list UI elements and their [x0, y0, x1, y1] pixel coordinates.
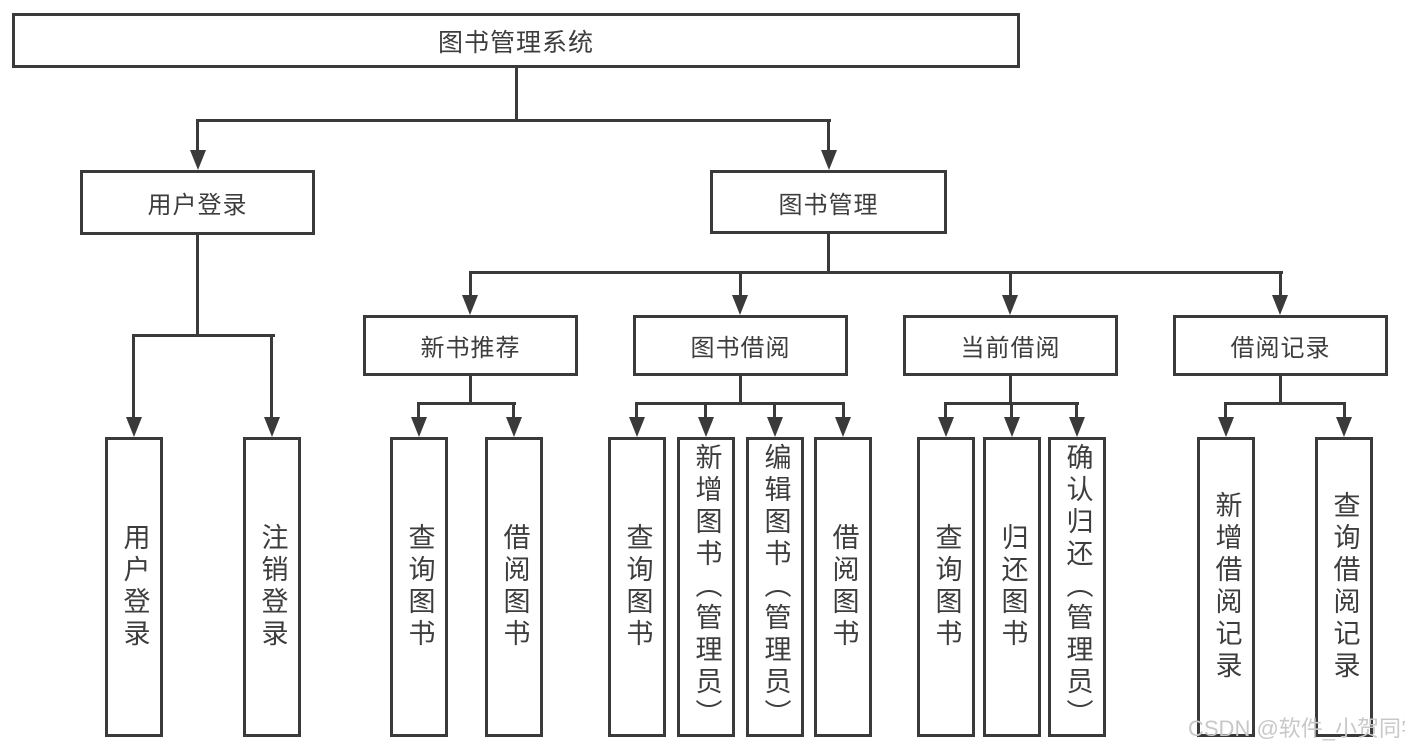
arrow-down-icon: [1218, 417, 1234, 437]
node-label: 编辑图书（管理员）: [760, 443, 791, 731]
arrow-down-icon: [938, 417, 954, 437]
connector-bookmgmt-drop-1: [469, 273, 472, 297]
connector-currentborrow-stem: [1009, 376, 1012, 404]
arrow-down-icon: [1004, 417, 1020, 437]
arrow-down-icon: [835, 417, 851, 437]
arrow-down-icon: [126, 417, 142, 437]
node-leaf-query-book-1: 查询图书: [390, 437, 448, 737]
arrow-down-icon: [629, 417, 645, 437]
connector-borrowrecords-stem: [1279, 376, 1282, 404]
node-leaf-edit-book-admin: 编辑图书（管理员）: [746, 437, 804, 737]
node-label: 新增借阅记录: [1211, 491, 1242, 683]
connector-currentborrow-drop-2: [1010, 404, 1013, 419]
connector-bookmgmt-drop-4: [1279, 273, 1282, 297]
node-label: 新增图书（管理员）: [691, 443, 722, 731]
node-leaf-add-book-admin: 新增图书（管理员）: [677, 437, 735, 737]
node-label: 查询借阅记录: [1329, 491, 1360, 683]
arrow-down-icon: [1069, 417, 1085, 437]
node-label: 确认归还（管理员）: [1062, 443, 1093, 731]
connector-bookmgmt-drop-3: [1009, 273, 1012, 297]
connector-root-stem: [515, 68, 518, 122]
csdn-watermark: CSDN @软件_小贺同学: [1188, 716, 1405, 741]
connector-bookborrow-drop-2: [704, 404, 707, 419]
connector-userlogin-stem: [196, 235, 199, 337]
connector-borrowrecords-bus: [1224, 402, 1346, 405]
node-label: 借阅记录: [1230, 335, 1331, 362]
node-label: 当前借阅: [960, 335, 1061, 362]
connector-bookmgmt-stem: [827, 233, 830, 274]
node-label: 借阅图书: [828, 523, 859, 651]
connector-bookmgmt-drop-2: [739, 273, 742, 297]
connector-root-drop-left: [196, 121, 199, 152]
arrow-down-icon: [411, 417, 427, 437]
node-label: 查询图书: [404, 523, 435, 651]
connector-newbooks-bus: [417, 402, 516, 405]
arrow-down-icon: [767, 417, 783, 437]
node-leaf-query-book-2: 查询图书: [608, 437, 666, 737]
arrow-down-icon: [190, 150, 206, 170]
node-leaf-user-login: 用户登录: [105, 437, 163, 737]
node-label: 归还图书: [997, 523, 1028, 651]
arrow-down-icon: [264, 417, 280, 437]
connector-newbooks-drop-2: [512, 404, 515, 419]
node-label: 注销登录: [257, 523, 288, 651]
node-label: 用户登录: [119, 523, 150, 651]
node-leaf-borrow-book-2: 借阅图书: [814, 437, 872, 737]
connector-bookmgmt-bus: [469, 271, 1283, 274]
connector-root-drop-right: [827, 121, 830, 152]
connector-userlogin-drop-1: [132, 336, 135, 419]
connector-currentborrow-drop-3: [1075, 404, 1078, 419]
connector-bookborrow-bus: [635, 402, 845, 405]
connector-currentborrow-drop-1: [944, 404, 947, 419]
node-label: 用户登录: [147, 192, 248, 219]
connector-bookborrow-drop-3: [773, 404, 776, 419]
node-label: 图书管理系统: [437, 28, 594, 57]
connector-bookborrow-drop-1: [635, 404, 638, 419]
node-leaf-borrow-book-1: 借阅图书: [485, 437, 543, 737]
arrow-down-icon: [1002, 295, 1018, 315]
node-leaf-confirm-return-admin: 确认归还（管理员）: [1048, 437, 1106, 737]
arrow-down-icon: [821, 150, 837, 170]
node-system-root: 图书管理系统: [12, 13, 1020, 68]
arrow-down-icon: [1336, 417, 1352, 437]
arrow-down-icon: [698, 417, 714, 437]
connector-newbooks-stem: [469, 376, 472, 404]
arrow-down-icon: [1272, 295, 1288, 315]
node-label: 借阅图书: [499, 523, 530, 651]
node-label: 图书借阅: [690, 335, 791, 362]
node-label: 图书管理: [778, 191, 879, 219]
node-leaf-return-book: 归还图书: [983, 437, 1041, 737]
connector-borrowrecords-drop-2: [1343, 404, 1346, 419]
connector-root-bus: [196, 119, 831, 122]
arrow-down-icon: [732, 295, 748, 315]
connector-bookborrow-drop-4: [842, 404, 845, 419]
node-book-borrow: 图书借阅: [633, 315, 848, 376]
connector-bookborrow-stem: [739, 376, 742, 404]
connector-newbooks-drop-1: [417, 404, 420, 419]
arrow-down-icon: [506, 417, 522, 437]
node-book-management: 图书管理: [710, 170, 947, 234]
node-label: 新书推荐: [420, 335, 521, 362]
node-new-book-recommend: 新书推荐: [363, 315, 578, 376]
node-leaf-query-borrow-record: 查询借阅记录: [1315, 437, 1373, 737]
node-current-borrow: 当前借阅: [903, 315, 1118, 376]
node-label: 查询图书: [931, 523, 962, 651]
connector-userlogin-bus: [132, 334, 275, 337]
connector-currentborrow-bus: [944, 402, 1079, 405]
node-leaf-add-borrow-record: 新增借阅记录: [1197, 437, 1255, 737]
node-borrow-records: 借阅记录: [1173, 315, 1388, 376]
node-user-login: 用户登录: [80, 170, 315, 235]
node-leaf-logout: 注销登录: [243, 437, 301, 737]
node-label: 查询图书: [622, 523, 653, 651]
connector-userlogin-drop-2: [270, 336, 273, 419]
node-leaf-query-book-3: 查询图书: [917, 437, 975, 737]
connector-borrowrecords-drop-1: [1224, 404, 1227, 419]
arrow-down-icon: [462, 295, 478, 315]
